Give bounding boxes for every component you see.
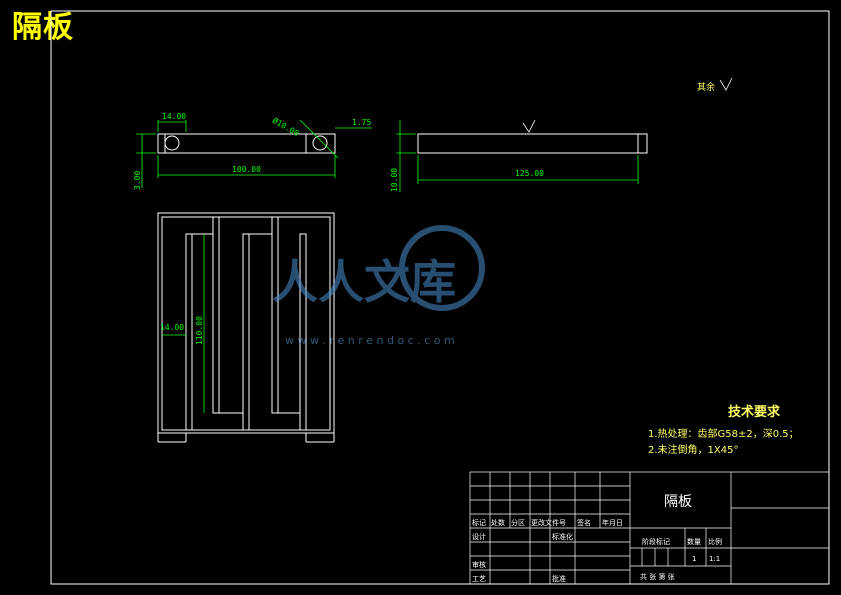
dim-left-width: 14.00 bbox=[162, 112, 186, 121]
tb-header-3: 更改文件号 bbox=[531, 518, 566, 527]
tb-sheets: 共 张 第 张 bbox=[640, 572, 675, 581]
dim-plan-height: 110.00 bbox=[195, 316, 204, 345]
tb-stage-mark: 阶段标记 bbox=[642, 537, 670, 546]
side-view-body bbox=[417, 133, 648, 154]
dim-offset: 1.75 bbox=[352, 118, 371, 127]
roughness-label: 其余 bbox=[697, 81, 715, 93]
tb-header-2: 分区 bbox=[511, 518, 525, 527]
tb-design: 设计 bbox=[472, 532, 486, 541]
plan-view: 14.00 110.00 bbox=[157, 212, 335, 443]
tb-header-5: 年月日 bbox=[602, 518, 623, 527]
drawing-title: 隔板 bbox=[12, 10, 74, 45]
right-hole bbox=[312, 135, 328, 151]
tb-header-1: 处数 bbox=[491, 518, 505, 527]
tb-quantity: 数量 bbox=[687, 537, 701, 546]
dim-hole-dia: Ø10.00 bbox=[271, 115, 301, 138]
drawing-border bbox=[50, 10, 830, 585]
side-view: 10.00 125.00 bbox=[390, 119, 648, 192]
side-roughness-icon bbox=[522, 119, 536, 133]
tb-approve: 批准 bbox=[552, 574, 566, 583]
title-block-part-name: 隔板 bbox=[664, 494, 692, 510]
tb-scale: 比例 bbox=[708, 537, 722, 546]
tb-process: 工艺 bbox=[472, 575, 486, 583]
dim-plan-width: 14.00 bbox=[160, 323, 184, 332]
watermark-logo-icon bbox=[399, 225, 485, 311]
front-view: 14.00 Ø10.00 1.75 100.00 3.00 bbox=[133, 112, 372, 190]
watermark: 人人文库 w w w . r e n r e n d o c . c o m bbox=[272, 225, 485, 347]
dim-total-length: 100.00 bbox=[232, 165, 261, 174]
tb-header-0: 标记 bbox=[472, 518, 486, 527]
roughness-symbol-icon bbox=[719, 77, 733, 91]
tb-review: 审核 bbox=[472, 560, 486, 569]
left-hole bbox=[164, 135, 180, 151]
tech-req-heading: 技术要求 bbox=[728, 404, 781, 420]
watermark-url: w w w . r e n r e n d o c . c o m bbox=[285, 334, 455, 347]
title-block: 隔板 标记 处数 分区 更改文件号 签名 年月日 设计 标准化 审核 工艺 批准… bbox=[469, 471, 830, 585]
dim-side-height: 10.00 bbox=[390, 168, 399, 192]
tech-req-item-1: 1.热处理：齿部G58±2，深0.5； bbox=[648, 427, 799, 440]
tb-header-4: 签名 bbox=[577, 518, 591, 527]
tb-standardize: 标准化 bbox=[552, 532, 573, 541]
front-view-body bbox=[157, 133, 336, 154]
dim-height: 3.00 bbox=[133, 171, 142, 190]
tb-scale-value: 1:1 bbox=[709, 555, 720, 563]
tb-qty-value: 1 bbox=[692, 555, 696, 563]
watermark-text: 人人文库 bbox=[272, 255, 456, 309]
dim-side-length: 125.00 bbox=[515, 169, 544, 178]
tech-req-item-2: 2.未注倒角，1X45° bbox=[648, 443, 738, 456]
